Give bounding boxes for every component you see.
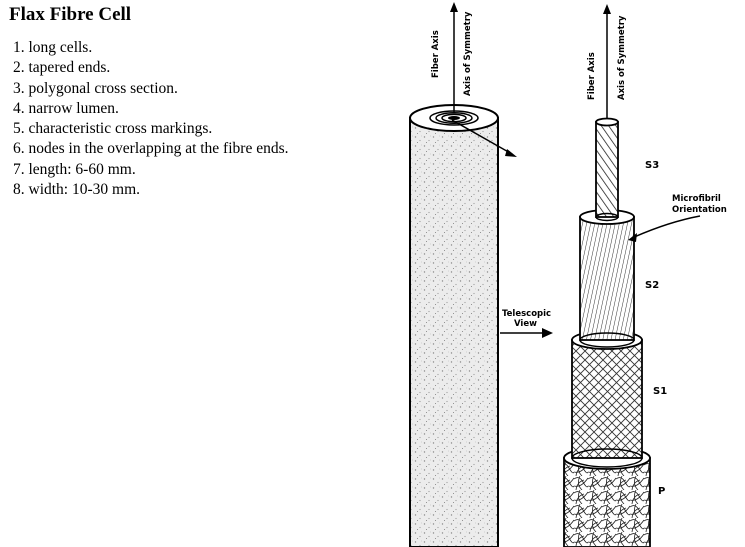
- microfibril-leader: [628, 216, 700, 242]
- right-fiber-axis-label: Fiber Axis: [587, 52, 597, 100]
- fibre-cylinder: [410, 105, 498, 547]
- layer-label-p: P: [658, 486, 665, 497]
- layer-p: [564, 458, 650, 547]
- layer-s2: [580, 217, 634, 340]
- telescopic-arrow: [500, 328, 553, 338]
- layer-label-s3: S3: [645, 160, 659, 171]
- left-symmetry-axis-label-1: Axis of Symmetry: [463, 11, 473, 96]
- layer-s3: [596, 122, 618, 217]
- telescopic-label-2: View: [514, 319, 537, 329]
- layer-s1: [572, 340, 642, 458]
- microfibril-label-1: Microfibril: [672, 194, 721, 204]
- layered-cell-wall: [564, 119, 650, 547]
- microfibril-label-2: Orientation: [672, 205, 727, 215]
- right-symmetry-axis-label: Axis of Symmetry: [617, 15, 627, 100]
- telescopic-label-1: Telescopic: [502, 309, 551, 319]
- right-fiber-axis-arrow: [603, 4, 611, 118]
- fiber-axis-arrow: [450, 2, 458, 112]
- left-fiber-axis-label: Fiber Axis: [431, 30, 441, 78]
- layer-label-s2: S2: [645, 280, 659, 291]
- layer-label-s1: S1: [653, 386, 667, 397]
